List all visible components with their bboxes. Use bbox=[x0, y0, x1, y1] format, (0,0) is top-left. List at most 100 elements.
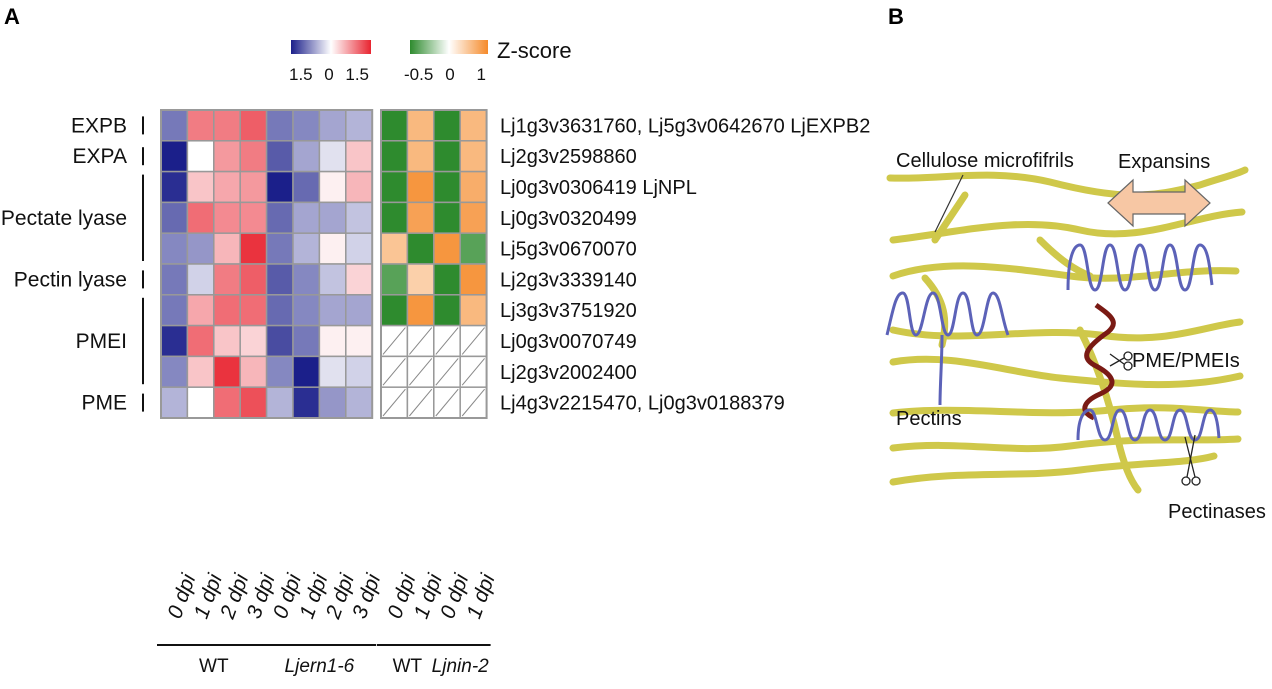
heatmap-cell bbox=[239, 109, 268, 142]
heatmap-cell bbox=[318, 140, 347, 173]
family-label: PMEI bbox=[76, 330, 127, 353]
heatmap-cell bbox=[318, 386, 347, 419]
pectinases-label: Pectinases bbox=[1168, 501, 1266, 523]
na-hatch bbox=[382, 388, 406, 417]
cell-wall-diagram: Cellulose microfifrils Expansins PME/PME… bbox=[885, 150, 1266, 523]
heatmap-cell bbox=[186, 201, 215, 234]
group-label: WT bbox=[199, 656, 229, 677]
heatmap-cell bbox=[406, 294, 435, 327]
heatmap-cell bbox=[160, 294, 189, 327]
heatmap-cell bbox=[265, 386, 294, 419]
heatmap-cell bbox=[239, 355, 268, 388]
na-hatch bbox=[382, 358, 406, 386]
heatmap-cell bbox=[318, 170, 347, 204]
panel-label-b: B bbox=[888, 4, 904, 29]
gene-label: Lj5g3v0670070 bbox=[500, 239, 637, 261]
na-hatch bbox=[461, 358, 485, 386]
heatmap-cell bbox=[459, 201, 488, 234]
heatmap-cell bbox=[160, 324, 189, 358]
gene-label: Lj2g3v2598860 bbox=[500, 146, 637, 168]
group-label: Ljern1-6 bbox=[285, 656, 355, 677]
na-hatch bbox=[409, 327, 433, 355]
heatmap-cell bbox=[318, 324, 347, 358]
heatmap-cell bbox=[292, 263, 321, 296]
heatmap-cell bbox=[186, 324, 215, 358]
heatmap-cell bbox=[292, 109, 321, 142]
cellulose-fiber bbox=[1076, 326, 1142, 494]
heatmap-cell bbox=[380, 109, 409, 142]
heatmap-cell bbox=[160, 232, 189, 265]
heatmap-cell bbox=[433, 263, 461, 296]
heatmap-cell bbox=[345, 232, 373, 265]
pectin-strand bbox=[1066, 243, 1214, 292]
heatmap-cell bbox=[213, 324, 241, 358]
heatmap-cell bbox=[318, 294, 347, 327]
group-label: Ljnin-2 bbox=[432, 656, 489, 677]
expansins-label: Expansins bbox=[1118, 151, 1210, 173]
expansins-arrow bbox=[1107, 178, 1211, 228]
heatmap-cell bbox=[459, 294, 488, 327]
heatmap-cell bbox=[213, 170, 241, 204]
heatmap-cell bbox=[265, 201, 294, 234]
heatmap-cell bbox=[345, 140, 373, 173]
cellulose-fiber bbox=[889, 452, 1218, 486]
heatmap-cell bbox=[459, 109, 488, 142]
heatmap-cell bbox=[406, 263, 435, 296]
heatmap-cell bbox=[265, 140, 294, 173]
heatmap-cell bbox=[292, 355, 321, 388]
heatmap-cell bbox=[213, 294, 241, 327]
family-label: Pectate lyase bbox=[1, 207, 127, 230]
heatmap-ljnin bbox=[380, 109, 488, 419]
heatmap-cell bbox=[318, 232, 347, 265]
heatmap-cell bbox=[318, 355, 347, 388]
heatmap-cell bbox=[186, 355, 215, 388]
gene-label: Lj1g3v3631760, Lj5g3v0642670 LjEXPB2 bbox=[500, 115, 870, 137]
pectin-strand bbox=[938, 334, 944, 406]
heatmap-cell bbox=[186, 263, 215, 296]
panel-label-a: A bbox=[4, 4, 20, 29]
heatmap-cell bbox=[433, 232, 461, 265]
heatmap-cell bbox=[380, 263, 409, 296]
heatmap-cell bbox=[380, 232, 409, 265]
heatmap-cell bbox=[213, 232, 241, 265]
heatmap-cell bbox=[292, 294, 321, 327]
heatmap-cell bbox=[292, 386, 321, 419]
heatmap-cell bbox=[160, 109, 189, 142]
heatmap-cell bbox=[318, 109, 347, 142]
pme-label: PME/PMEIs bbox=[1132, 350, 1240, 372]
heatmap-cell bbox=[160, 386, 189, 419]
na-hatch bbox=[435, 327, 459, 355]
heatmap-cell bbox=[186, 386, 215, 419]
scissors-icon bbox=[1109, 351, 1133, 371]
heatmap-cell bbox=[239, 263, 268, 296]
color-scale-green-orange bbox=[410, 40, 488, 54]
heatmap-cell bbox=[239, 386, 268, 419]
pectin-strand bbox=[885, 291, 1010, 337]
heatmap-cell bbox=[265, 170, 294, 204]
heatmap-cell bbox=[406, 170, 435, 204]
gene-label: Lj3g3v3751920 bbox=[500, 300, 637, 322]
heatmap-cell bbox=[213, 201, 241, 234]
heatmap-cell bbox=[345, 201, 373, 234]
cellulose-fiber bbox=[889, 355, 1244, 389]
cellulose-pointer bbox=[934, 174, 964, 233]
legend-title: Z-score bbox=[497, 38, 572, 63]
heatmap-cell bbox=[406, 109, 435, 142]
scissors-icon bbox=[1181, 434, 1201, 486]
heatmap-cell bbox=[433, 140, 461, 173]
heatmap-border bbox=[160, 109, 374, 419]
scale-left-tick: 1.5 bbox=[345, 65, 369, 84]
pectin-crosslink bbox=[1082, 302, 1116, 421]
pectins-label: Pectins bbox=[896, 408, 962, 430]
heatmap-cell bbox=[345, 109, 373, 142]
heatmap-cell bbox=[406, 201, 435, 234]
gene-labels: Lj1g3v3631760, Lj5g3v0642670 LjEXPB2Lj2g… bbox=[500, 115, 870, 414]
cellulose-fiber bbox=[931, 191, 969, 244]
heatmap-cell bbox=[380, 140, 409, 173]
heatmap-cell bbox=[380, 201, 409, 234]
gene-label: Lj4g3v2215470, Lj0g3v0188379 bbox=[500, 393, 785, 415]
heatmap-cell bbox=[213, 355, 241, 388]
heatmap-cell bbox=[433, 201, 461, 234]
na-hatch bbox=[409, 358, 433, 386]
